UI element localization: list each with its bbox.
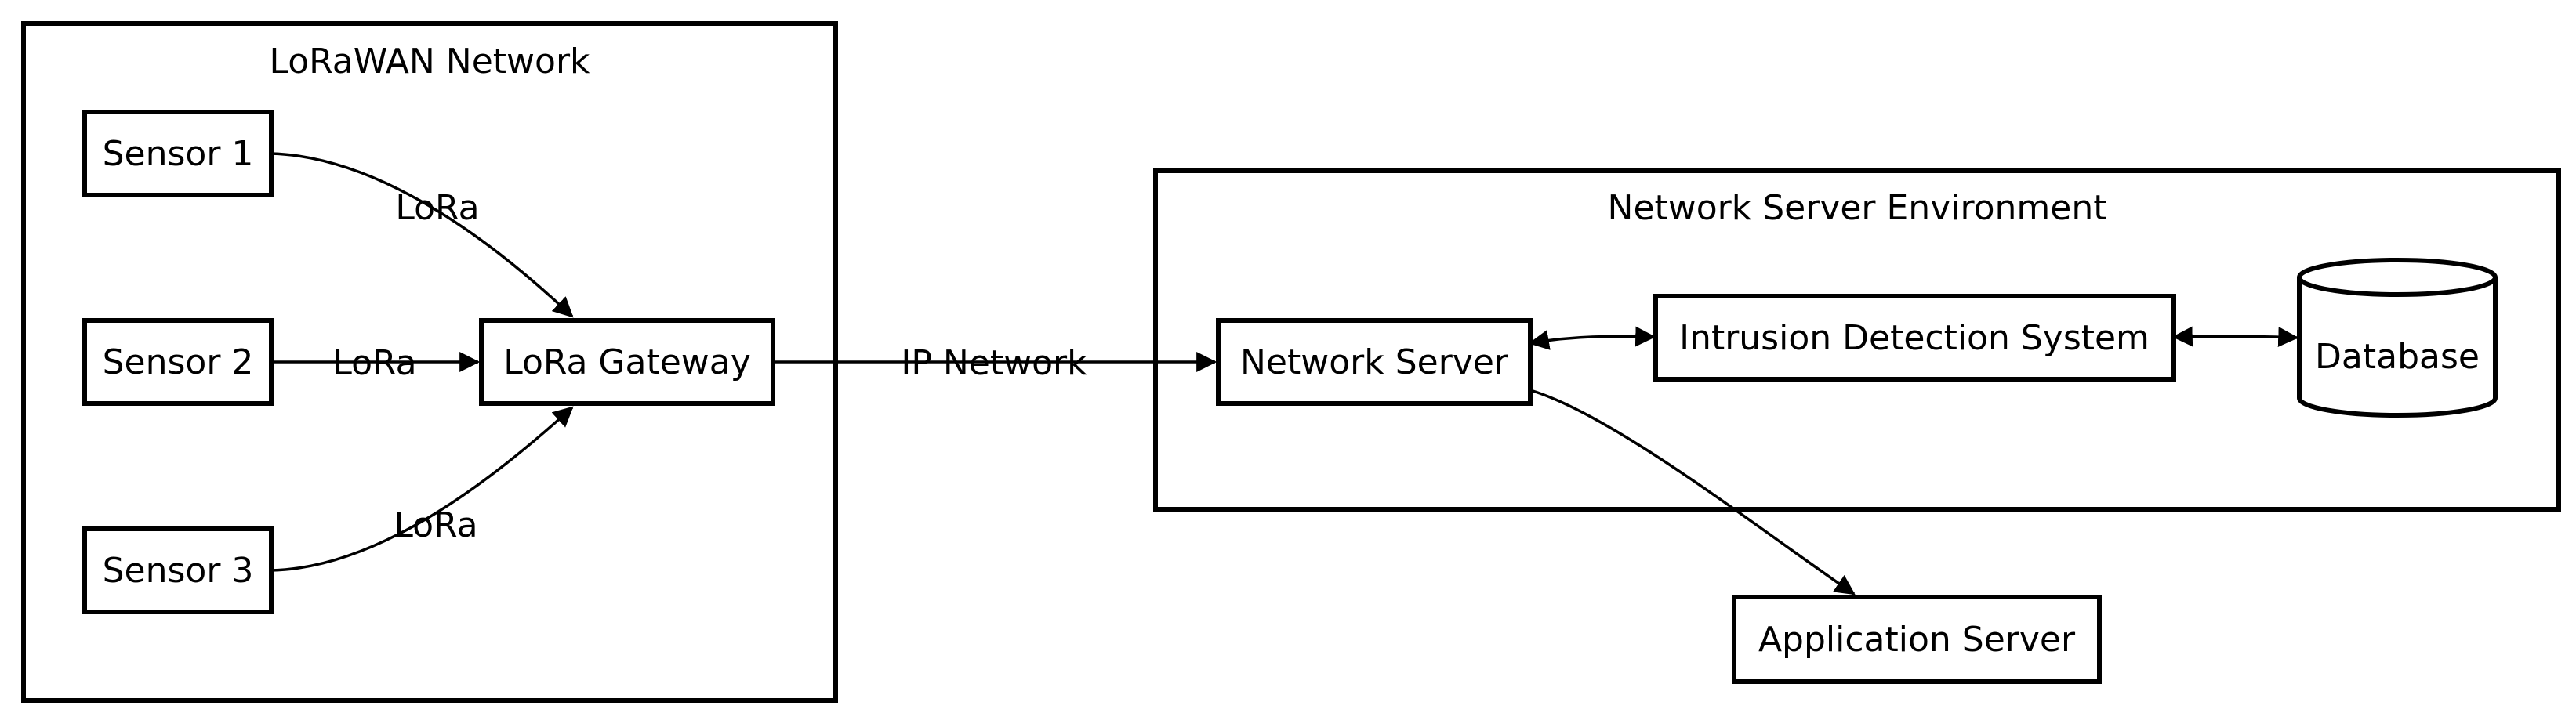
edge-network-server-ids: [1528, 326, 1656, 350]
edges: [270, 152, 2299, 595]
edge-label-ip-network: IP Network: [901, 343, 1087, 383]
node-application-server-label: Application Server: [1758, 620, 2076, 660]
node-database: Database: [2297, 258, 2498, 418]
cluster-lorawan-title: LoRaWAN Network: [269, 42, 590, 81]
node-intrusion-detection-system: Intrusion Detection System: [1653, 294, 2176, 382]
edge-label-sensor3: LoRa: [394, 505, 477, 545]
cluster-network-server-environment: Network Server Environment: [1153, 168, 2561, 512]
edge-network-server-app-server: [1529, 389, 1856, 595]
node-lora-gateway: LoRa Gateway: [479, 318, 775, 406]
node-sensor-3-label: Sensor 3: [103, 551, 254, 591]
node-sensor-2-label: Sensor 2: [103, 342, 254, 382]
node-network-server-label: Network Server: [1240, 342, 1509, 382]
node-database-label: Database: [2315, 337, 2480, 377]
node-ids-label: Intrusion Detection System: [1679, 318, 2150, 358]
edge-sensor3-gateway: [270, 406, 574, 572]
edge-label-sensor1: LoRa: [395, 188, 479, 228]
node-sensor-2: Sensor 2: [82, 318, 274, 406]
node-network-server: Network Server: [1216, 318, 1533, 406]
node-sensor-3: Sensor 3: [82, 526, 274, 614]
node-application-server: Application Server: [1732, 595, 2102, 684]
edge-label-sensor2: LoRa: [332, 343, 416, 383]
node-sensor-1: Sensor 1: [82, 110, 274, 197]
cluster-server-env-title: Network Server Environment: [1608, 188, 2107, 228]
edge-ids-database: [2171, 326, 2299, 348]
node-lora-gateway-label: LoRa Gateway: [503, 342, 751, 382]
edge-sensor1-gateway: [270, 152, 574, 318]
node-sensor-1-label: Sensor 1: [103, 134, 254, 174]
